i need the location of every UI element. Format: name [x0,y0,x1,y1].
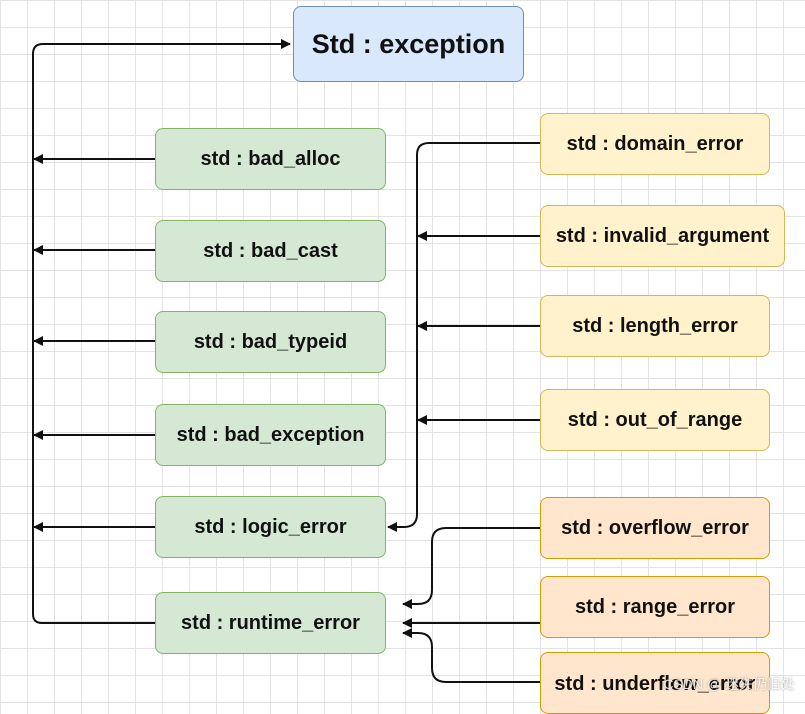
node-label: std : range_error [574,595,736,618]
node-logic-error: std : logic_error [155,496,386,558]
node-out-of-range: std : out_of_range [540,389,770,451]
node-bad-cast: std : bad_cast [155,220,386,282]
node-invalid-argument: std : invalid_argument [540,205,785,267]
node-label: std : domain_error [566,132,744,155]
inheritance-edges [32,39,540,683]
node-label: std : invalid_argument [555,224,770,247]
node-std-exception: Std : exception [293,6,524,82]
node-label: std : bad_alloc [200,147,341,170]
node-label: std : bad_exception [176,423,365,446]
watermark: CSDN @ 迷失仍旧处 [663,676,795,692]
node-overflow-error: std : overflow_error [540,497,770,559]
node-label: std : length_error [572,314,738,337]
node-label: std : bad_typeid [193,330,348,353]
node-bad-typeid: std : bad_typeid [155,311,386,373]
node-label: std : overflow_error [561,516,749,539]
edge-domain-error [387,142,540,532]
node-runtime-error: std : runtime_error [155,592,386,654]
node-label: std : bad_cast [203,239,338,262]
node-label: std : out_of_range [567,408,743,431]
node-label: Std : exception [311,28,506,59]
node-domain-error: std : domain_error [540,113,770,175]
edge-trunk-to-exception [32,39,291,624]
node-length-error: std : length_error [540,295,770,357]
edge-underflow-error [402,628,540,683]
node-label: std : logic_error [194,515,347,538]
node-range-error: std : range_error [540,576,770,638]
node-bad-exception: std : bad_exception [155,404,386,466]
node-bad-alloc: std : bad_alloc [155,128,386,190]
edge-overflow-error [402,527,540,609]
node-label: std : runtime_error [181,611,360,634]
node-label: std : underflow_error [554,673,756,695]
